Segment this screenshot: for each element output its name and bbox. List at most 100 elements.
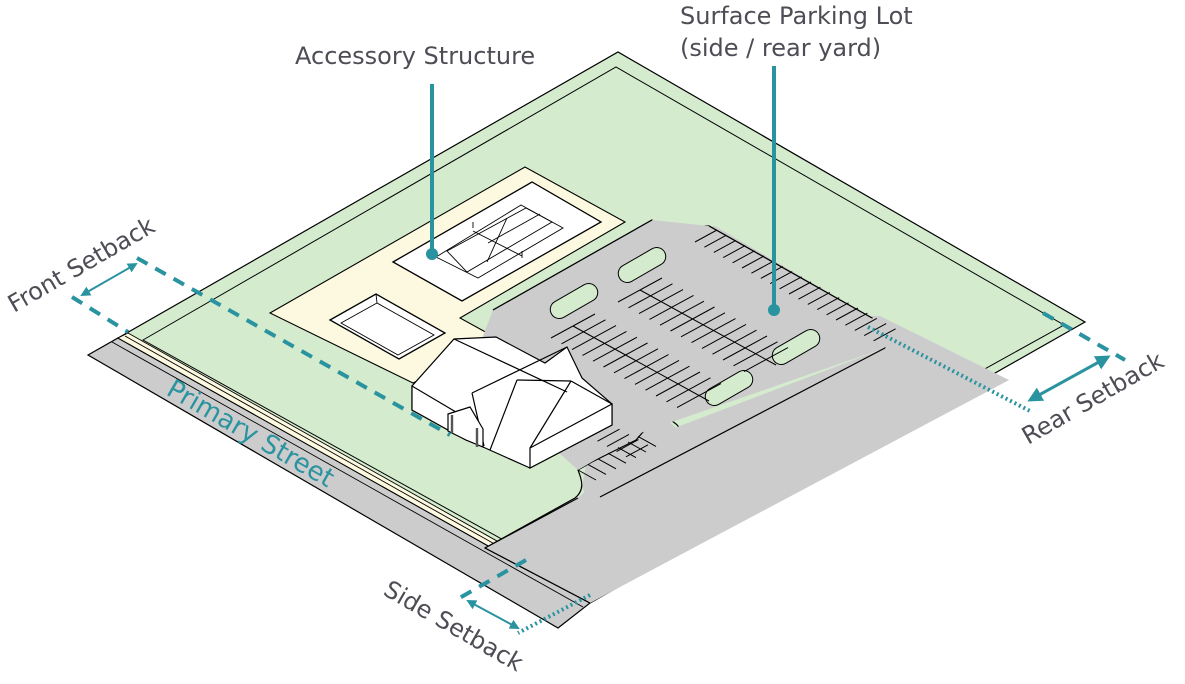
side-setback-line [455,558,527,602]
parking-stall-line [587,463,607,475]
parking-stall-line [722,347,746,361]
parking-stall-line [604,330,627,344]
parking-stall-line [634,371,658,385]
pool-edge [375,293,378,304]
parking-stall-line [655,383,679,397]
parking-stall-line [613,360,637,374]
parking-stall-line [614,336,638,350]
parking-stall-line [635,348,659,362]
parking-stall-line [702,312,726,326]
parking-stall-line [704,234,727,248]
parking-stall-line [649,306,672,320]
parking-stall-line [659,312,683,326]
parking-stall-line [638,301,662,315]
parking-stall-line [597,428,620,442]
parking-stall-line [845,312,868,326]
parking-drive-fill [485,348,1009,603]
parking-stall-line [572,313,596,327]
parking-stall-line [593,325,617,339]
parking-stall-line [656,359,680,373]
parking-stall-line [873,328,896,342]
parking-stall-line [751,260,774,274]
parking-stall-line [692,306,715,320]
parking-stall-line [798,286,821,300]
parking-stall-line [650,283,673,297]
parking-stall-line [760,265,784,279]
parking-stall-line [607,452,627,464]
parking-stall-line [723,323,747,337]
curb-line [111,341,584,608]
parking-stall-line [732,250,755,264]
pool-inner [340,302,435,356]
parking-stall-line [582,342,605,356]
parking-stall-line [667,365,690,379]
parking-stall-line [701,335,725,349]
parking-stall-line [597,458,617,470]
parking-stall-line [627,441,647,453]
parking-stall-line [639,277,663,291]
parking-stall-line [698,383,722,397]
front-setback-line [136,256,451,437]
parking-stall-line [835,307,859,321]
parking-stall-line [765,347,789,361]
parking-stall-line [666,389,689,403]
parking-stall-line [583,319,606,333]
parking-stall-line [637,435,657,447]
parking-stall-line [660,289,684,303]
parking-stall-line [592,348,616,362]
parking-islands [549,247,821,406]
parking-label-line1: Surface Parking Lot [680,2,913,30]
parking-stall-line [606,433,630,447]
parking-stall-line [863,323,887,337]
parking-stall-line [854,317,878,331]
parking-stall-line [676,395,700,409]
parking-stall-line [826,302,849,316]
parking-stall-line [625,342,648,356]
parking-stall-line [816,297,840,311]
tennis-court-pad [391,181,603,302]
parking-spine-line [639,289,777,366]
parking-stall-line [616,439,639,453]
parking-stall-line [624,366,647,380]
parking-stall-line [671,294,694,308]
parking-stall-line [712,341,735,355]
rear-setback-line [1042,311,1126,362]
parking-stall-line [550,325,574,339]
parking-stall-line [645,377,668,391]
parking-stall-line [571,337,595,351]
parking-stall-line [713,318,736,332]
accessory-structure-label: Accessory Structure [295,42,535,70]
parking-stall-line [577,469,597,481]
parking-stall-line [734,329,757,343]
parking-stall-line [646,354,669,368]
parking-stall-line [807,291,831,305]
parking-stall-line [603,354,626,368]
parking-spine-line [572,325,710,402]
parking-stall-line [779,276,802,290]
parking-stall-line [694,229,718,243]
parking-stall-line [617,447,637,459]
parking-stall-line [677,371,701,385]
parking-stall-line [681,300,705,314]
parking-stall-line [743,359,767,373]
parking-stall-line [688,377,711,391]
parking-stall-line [680,324,704,338]
rear-setback-arrow[interactable] [1027,355,1111,402]
principal-building [411,336,613,469]
parking-stall-line [788,281,812,295]
parking-stall-line [741,255,765,269]
side-property-dotted-line [517,593,591,635]
rear-property-dotted-line [867,325,1031,413]
pool [328,293,447,360]
parking-stall-line [713,239,737,253]
parking-stall-line [755,341,778,355]
parking-stall-line [722,245,746,259]
side-setback-arrow[interactable] [466,600,520,629]
front-setback-arrow[interactable] [80,263,138,296]
parking-stall-line [733,353,756,367]
parking-stall-line [628,295,651,309]
drive-edge-left [484,497,579,549]
tennis-court-lines [435,204,564,279]
front-setback-street-line [70,295,130,334]
